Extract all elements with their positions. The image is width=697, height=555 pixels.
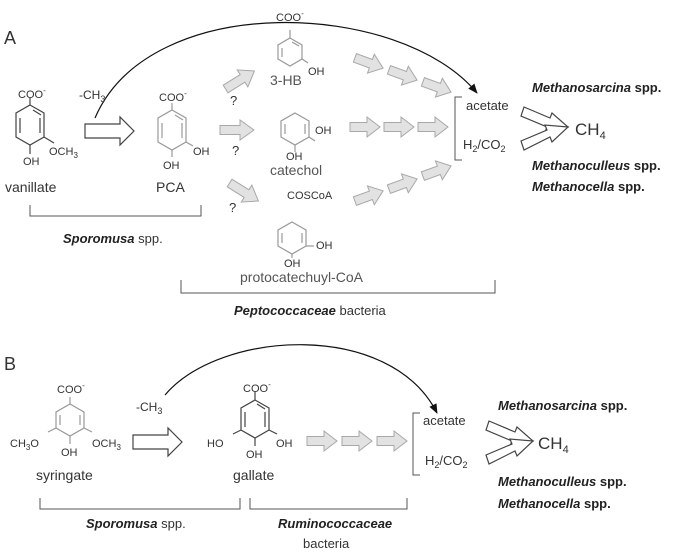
methanogen-3-a: Methanocella spp. xyxy=(532,179,645,194)
syringate-hydroxyl: OH xyxy=(61,447,78,459)
methanogen-1-b: Methanosarcina spp. xyxy=(498,398,627,413)
sporomusa-bracket-b xyxy=(39,498,241,510)
pca-structure xyxy=(157,103,194,157)
grey-arrow-pca-to-catechol xyxy=(219,119,255,141)
ruminococcaceae-suffix: bacteria xyxy=(303,536,350,551)
syringate-carboxylate: COO- xyxy=(57,381,85,396)
gallate-hydroxyl-left: HO xyxy=(207,438,224,450)
ruminococcaceae-bracket xyxy=(249,498,408,510)
vanillate-hydroxyl: OH xyxy=(23,156,40,168)
sporomusa-bracket-a xyxy=(29,205,202,217)
pca-carboxylate: COO- xyxy=(159,89,187,104)
panel-a-label: A xyxy=(4,28,16,48)
coa-group: COSCoA xyxy=(287,190,333,202)
hb3-hydroxyl: OH xyxy=(308,66,325,78)
syringate-label: syringate xyxy=(36,467,93,483)
acetate-label-b: acetate xyxy=(423,413,466,428)
methanogenesis-arrow-h2-a xyxy=(520,124,570,151)
products-bracket-a xyxy=(454,96,462,161)
gallate-structure xyxy=(232,392,278,446)
pca-label: PCA xyxy=(156,179,185,195)
curved-arrow-vanillate-to-acetate xyxy=(94,21,478,119)
methane-label-b: CH4 xyxy=(538,434,569,456)
methane-label-a: CH4 xyxy=(575,120,606,142)
syringate-methoxy-right: OCH3 xyxy=(92,438,121,452)
vanillate-methoxy: OCH3 xyxy=(49,146,78,160)
hb3-structure xyxy=(277,30,309,67)
hb3-label: 3-HB xyxy=(270,72,302,88)
methanogen-2-b: Methanoculleus spp. xyxy=(498,474,627,489)
ruminococcaceae-label: Ruminococcaceae xyxy=(278,516,392,531)
vanillate-carboxylate: COO- xyxy=(18,86,46,101)
methanogen-3-b: Methanocella spp. xyxy=(498,496,611,511)
pca-hydroxyl-left: OH xyxy=(163,160,180,172)
catechol-label: catechol xyxy=(270,162,322,178)
demethylation-arrow-a xyxy=(84,115,135,147)
question-mark-3: ? xyxy=(229,200,236,215)
products-bracket-b xyxy=(412,412,420,476)
panel-b: B COO- CH3O OCH3 OH syringate -CH3 xyxy=(4,344,627,551)
curved-arrow-gallate-to-acetate xyxy=(164,344,438,414)
gallate-hydroxyl-right: OH xyxy=(276,438,293,450)
hb3-carboxylate: COO- xyxy=(276,9,304,24)
coa-hydroxyl-right: OH xyxy=(316,240,333,252)
coa-label: protocatechuyl-CoA xyxy=(240,269,364,285)
question-mark-1: ? xyxy=(230,93,237,108)
syringate-methoxy-left: CH3O xyxy=(10,438,39,452)
vanillate-label: vanillate xyxy=(5,179,57,195)
grey-arrow-pca-to-3hb xyxy=(222,69,256,94)
peptococcaceae-bracket xyxy=(180,280,496,294)
grey-arrow-pca-to-coa xyxy=(226,178,260,203)
coa-structure xyxy=(277,221,314,258)
methanogenesis-arrow-h2-b xyxy=(485,438,535,465)
catechol-structure xyxy=(280,112,316,152)
grey-arrows-3hb-chain xyxy=(352,53,452,98)
question-mark-2: ? xyxy=(232,143,239,158)
demethylation-label-b: -CH3 xyxy=(136,400,162,416)
gallate-label: gallate xyxy=(233,467,274,483)
panel-a: A COO- OCH3 OH vanillate -CH3 xyxy=(4,9,661,318)
grey-arrows-catechol-chain xyxy=(349,115,449,139)
h2co2-label-a: H2/CO2 xyxy=(463,137,506,154)
peptococcaceae-label: Peptococcaceae bacteria xyxy=(234,303,387,318)
demethylation-arrow-b xyxy=(132,426,183,458)
h2co2-label-b: H2/CO2 xyxy=(425,453,468,470)
acetate-label-a: acetate xyxy=(466,98,509,113)
catechol-hydroxyl-right: OH xyxy=(315,125,332,137)
gallate-hydroxyl-bottom: OH xyxy=(246,449,263,461)
coa-hydroxyl-bottom: OH xyxy=(284,258,301,270)
methanogen-2-a: Methanoculleus spp. xyxy=(532,158,661,173)
grey-arrows-gallate-chain xyxy=(306,429,408,453)
catechol-hydroxyl-left: OH xyxy=(286,151,303,163)
pca-hydroxyl-right: OH xyxy=(193,146,210,158)
sporomusa-label-b: Sporomusa spp. xyxy=(86,516,186,531)
gallate-carboxylate: COO- xyxy=(243,380,271,395)
vanillate-structure xyxy=(15,98,55,154)
syringate-structure xyxy=(47,397,93,444)
grey-arrows-coa-chain xyxy=(352,160,452,206)
sporomusa-label-a: Sporomusa spp. xyxy=(63,231,163,246)
demethylation-label-a: -CH3 xyxy=(79,88,105,104)
panel-b-label: B xyxy=(4,354,16,374)
methanogen-1-a: Methanosarcina spp. xyxy=(532,80,661,95)
